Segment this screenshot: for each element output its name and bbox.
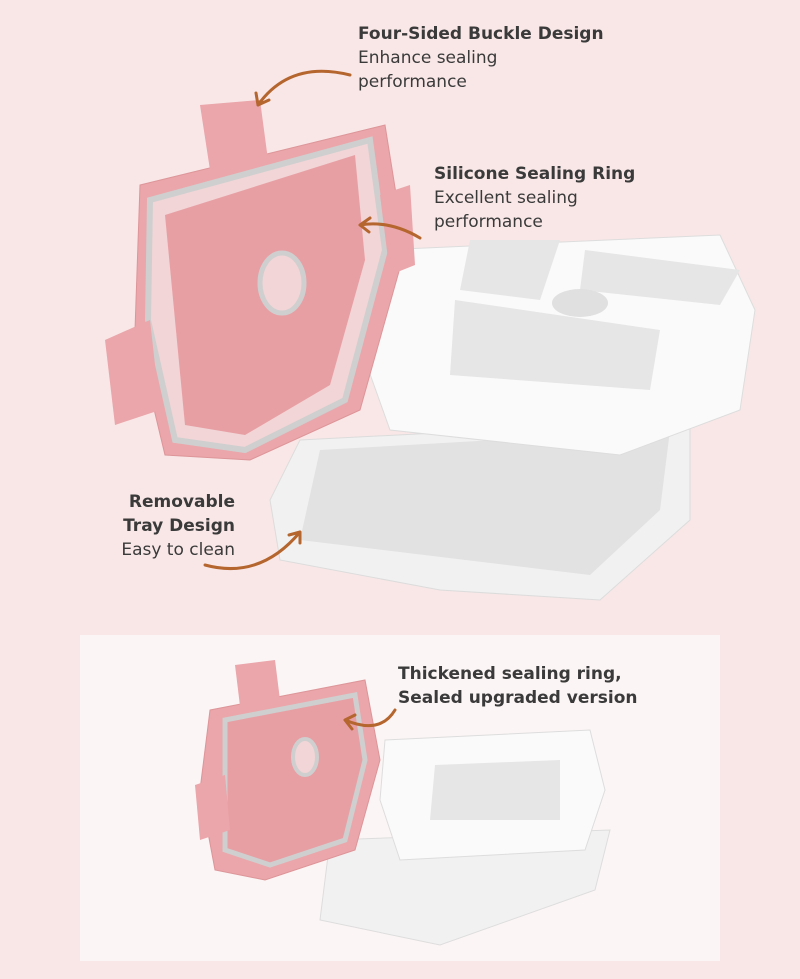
callout-buckle: Four-Sided Buckle Design Enhance sealing… bbox=[358, 22, 604, 94]
callout-thickened-line1: Thickened sealing ring, bbox=[398, 664, 622, 684]
lunchbox-top bbox=[105, 100, 756, 601]
callout-tray-title-2: Tray Design bbox=[123, 516, 235, 536]
callout-buckle-title: Four-Sided Buckle Design bbox=[358, 24, 604, 44]
callout-buckle-text: Enhance sealing performance bbox=[358, 48, 498, 92]
callout-thickened: Thickened sealing ring, Sealed upgraded … bbox=[398, 662, 638, 710]
arrow-silicone bbox=[358, 216, 422, 240]
callout-silicone-text: Excellent sealing performance bbox=[434, 188, 578, 232]
callout-silicone: Silicone Sealing Ring Excellent sealing … bbox=[434, 162, 635, 234]
callout-tray: Removable Tray Design Easy to clean bbox=[100, 490, 235, 562]
arrow-tray bbox=[203, 530, 302, 570]
arrow-buckle bbox=[254, 69, 352, 107]
callout-tray-text: Easy to clean bbox=[121, 540, 235, 560]
arrow-thickened bbox=[343, 708, 397, 731]
callout-thickened-line2: Sealed upgraded version bbox=[398, 688, 638, 708]
callout-tray-title-1: Removable bbox=[128, 492, 235, 512]
lunchbox-bottom bbox=[195, 660, 611, 946]
callout-silicone-title: Silicone Sealing Ring bbox=[434, 164, 636, 184]
